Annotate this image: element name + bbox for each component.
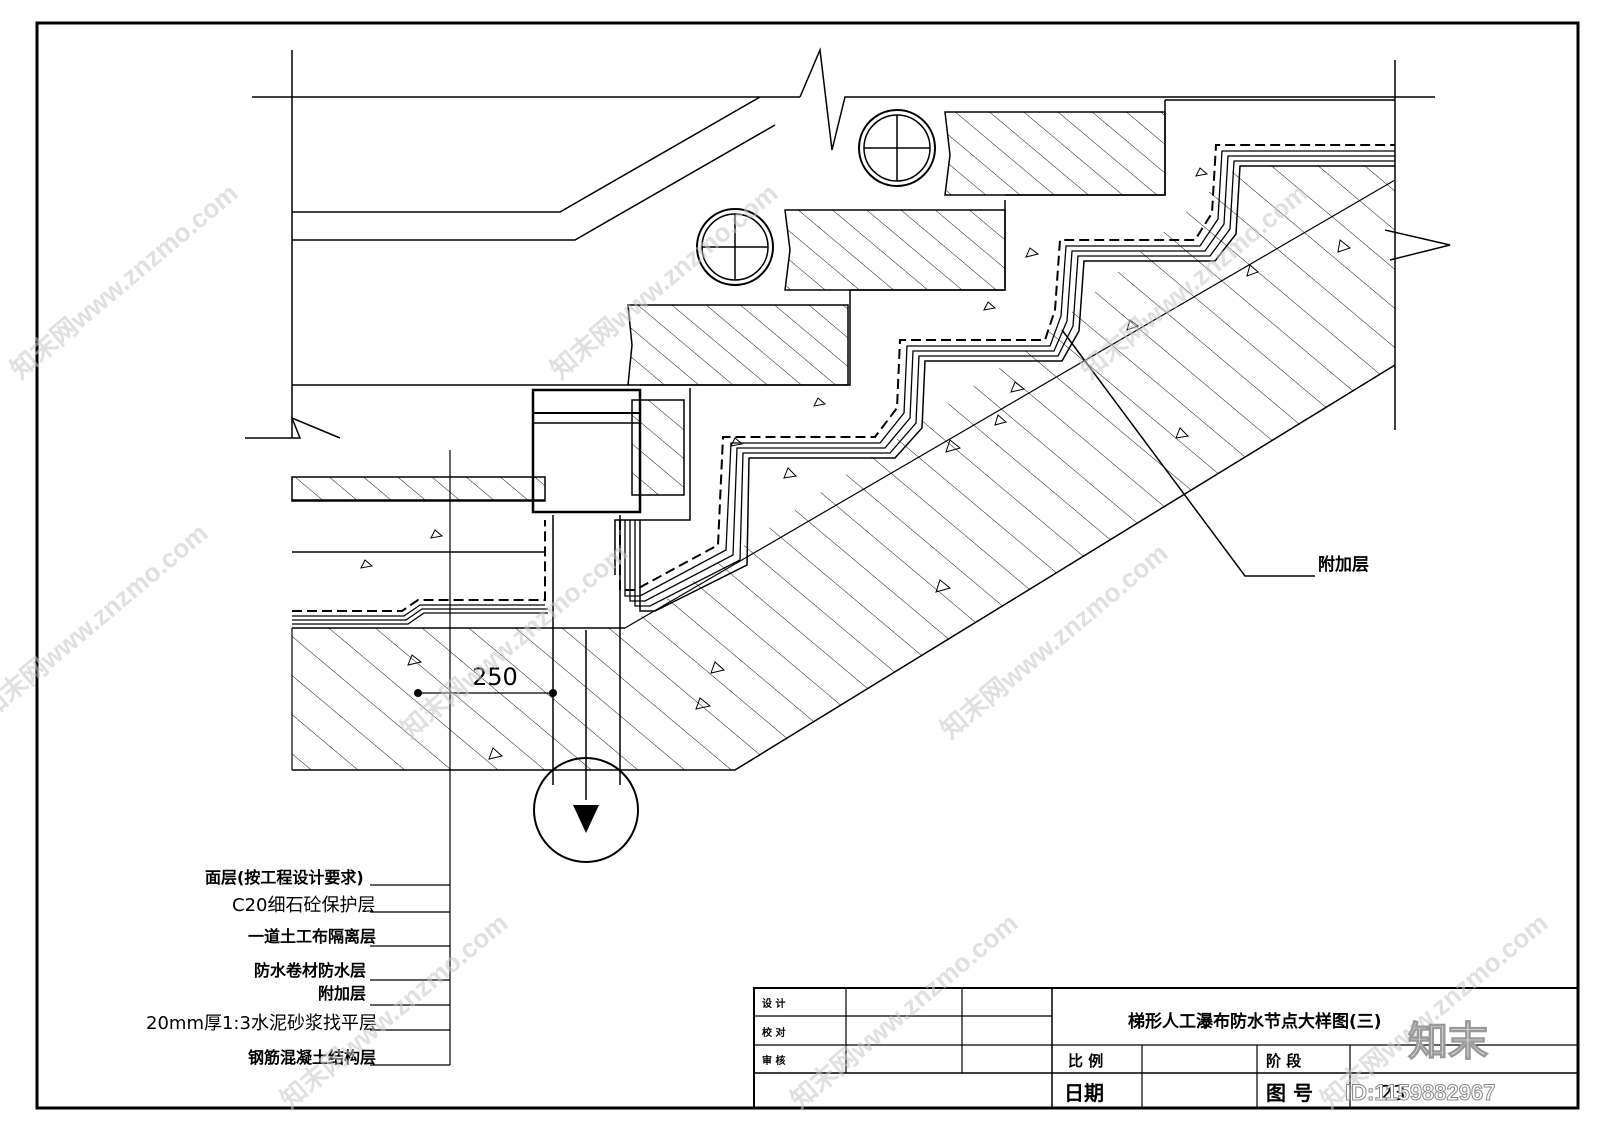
legend-item: 20mm厚1:3水泥砂浆找平层 <box>146 1013 377 1034</box>
drawing-no: 23 <box>1380 1081 1405 1105</box>
stage-label: 阶 段 <box>1266 1052 1301 1070</box>
date-label: 日期 <box>1064 1081 1104 1105</box>
scale-label: 比 例 <box>1068 1052 1103 1070</box>
callout-leader <box>1061 329 1315 577</box>
checker-label: 校 对 <box>762 1026 785 1039</box>
drawing-no-label: 图 号 <box>1266 1081 1313 1105</box>
title-block <box>753 987 1579 1109</box>
legend: 面层(按工程设计要求) C20细石砼保护层 一道土工布隔离层 防水卷材防水层 附… <box>146 868 377 1067</box>
legend-item: C20细石砼保护层 <box>232 895 375 916</box>
legend-item: 钢筋混凝土结构层 <box>248 1048 376 1067</box>
legend-item: 面层(按工程设计要求) <box>205 868 364 887</box>
watermark-logo: 知末 <box>1408 1019 1488 1065</box>
designer-label: 设 计 <box>762 997 785 1010</box>
reviewer-label: 审 核 <box>762 1054 785 1067</box>
dimension-250: 250 <box>414 663 557 697</box>
legend-item: 附加层 <box>318 984 366 1003</box>
watermark-text: 知末网www.znzmo.com <box>5 177 244 384</box>
drawing-title: 梯形人工瀑布防水节点大样图(三) <box>1128 1011 1382 1032</box>
legend-item: 一道土工布隔离层 <box>248 927 376 946</box>
watermark-text: 知末网www.znzmo.com <box>0 517 213 724</box>
callout-label: 附加层 <box>1318 554 1369 575</box>
watermark-text: 知末网www.znzmo.com <box>785 907 1024 1114</box>
membrane-layers <box>292 144 1395 625</box>
aggregate-marks <box>360 167 1352 760</box>
upper-slab <box>245 47 1451 439</box>
title-block-text: 设 计 校 对 审 核 梯形人工瀑布防水节点大样图(三) 比 例 阶 段 日期 … <box>762 997 1405 1105</box>
pipe-circles <box>696 109 936 286</box>
dimension-value: 250 <box>472 663 518 691</box>
structure-slab <box>291 165 1396 771</box>
legend-item: 防水卷材防水层 <box>254 961 366 980</box>
drain-gutter <box>531 388 642 863</box>
watermark-id: ID:1159882967 <box>1345 1080 1495 1105</box>
legend-leaders <box>370 450 451 1066</box>
